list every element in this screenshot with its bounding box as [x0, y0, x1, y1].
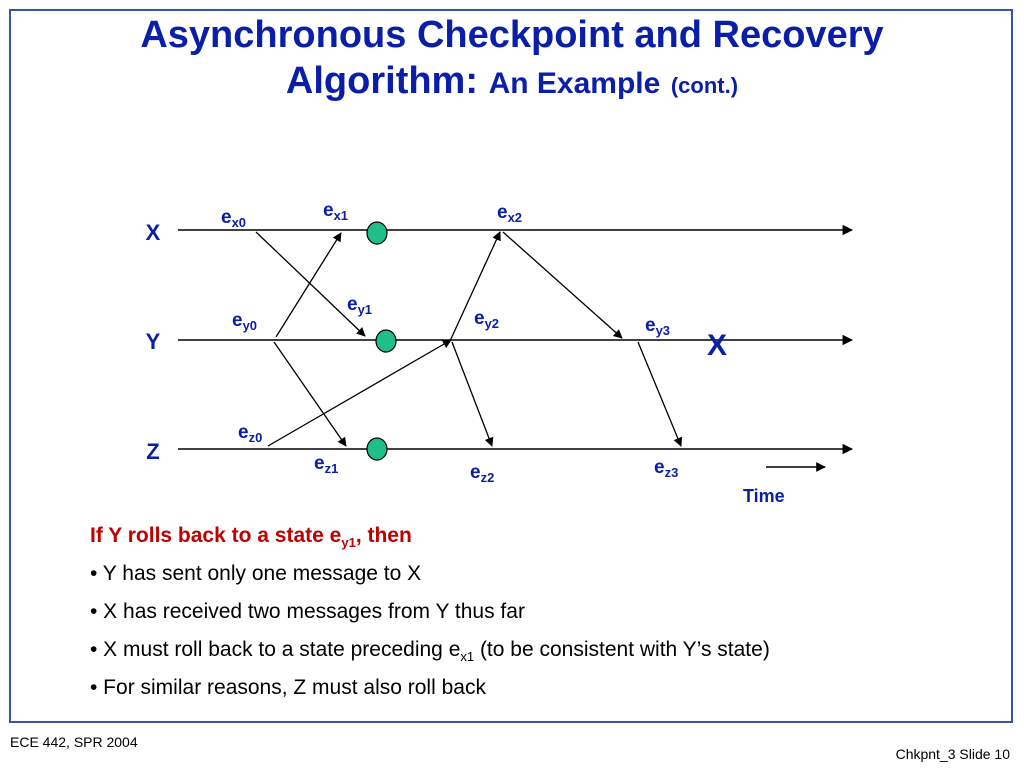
- slide-title-line1: Asynchronous Checkpoint and Recovery: [0, 12, 1024, 58]
- footer-slide-number: Chkpnt_3 Slide 10: [895, 746, 1010, 762]
- footer-course: ECE 442, SPR 2004: [10, 734, 138, 750]
- title-line1-text: Asynchronous Checkpoint and Recovery: [140, 14, 884, 56]
- process-label-z: Z: [146, 439, 159, 464]
- bullet-3-pre: • X must roll back to a state preceding …: [90, 638, 461, 661]
- message-ey2-to-ez2: [451, 341, 494, 447]
- failure-mark: X: [707, 329, 727, 362]
- message-ex2-to-ey3: [502, 231, 623, 339]
- lead-post: , then: [355, 524, 412, 547]
- event-label-ey2: ey2: [474, 308, 499, 331]
- title-line2-main: Algorithm:: [285, 60, 478, 102]
- event-label-ez0: ez0: [238, 422, 262, 445]
- checkpoint-y: [375, 329, 397, 353]
- checkpoint-x: [366, 221, 388, 245]
- lead-sub: y1: [341, 535, 356, 551]
- message-ex0-to-ey1: [255, 231, 366, 337]
- event-label-ez2: ez2: [470, 462, 494, 485]
- checkpoint-z: [366, 437, 388, 461]
- slide-title-line2: Algorithm: An Example (cont.): [0, 58, 1024, 109]
- process-label-y: Y: [146, 329, 161, 354]
- event-label-ex0: ex0: [221, 207, 246, 230]
- event-label-ex2: ex2: [497, 202, 522, 225]
- time-label: Time: [743, 486, 785, 506]
- explanation-lead: If Y rolls back to a state ey1, then: [90, 524, 412, 550]
- event-label-ey0: ey0: [232, 310, 257, 333]
- message-ez0-to-ey2: [267, 339, 452, 447]
- process-label-x: X: [146, 220, 161, 245]
- title-line2-small: (cont.): [670, 73, 739, 98]
- title-line2-mid: An Example: [488, 67, 661, 100]
- message-ey0-to-ez1: [273, 341, 347, 447]
- message-ey3-to-ez3: [637, 341, 683, 447]
- bullet-4: • For similar reasons, Z must also roll …: [90, 676, 486, 699]
- message-ey0-to-ex1: [275, 232, 342, 338]
- event-label-ez1: ez1: [314, 453, 338, 476]
- event-label-ex1: ex1: [323, 200, 348, 223]
- event-label-ez3: ez3: [654, 457, 678, 480]
- bullet-3-post: (to be consistent with Y’s state): [474, 638, 770, 661]
- event-label-ey1: ey1: [347, 294, 372, 317]
- bullet-1: • Y has sent only one message to X: [90, 562, 422, 585]
- bullet-3-sub: x1: [460, 649, 475, 665]
- slide-frame: [9, 9, 1013, 723]
- lead-pre: If Y rolls back to a state e: [90, 524, 342, 547]
- message-ey2-to-ex2: [449, 231, 501, 342]
- bullet-2: • X has received two messages from Y thu…: [90, 600, 525, 623]
- event-label-ey3: ey3: [645, 315, 670, 338]
- bullet-3: • X must roll back to a state preceding …: [90, 638, 770, 664]
